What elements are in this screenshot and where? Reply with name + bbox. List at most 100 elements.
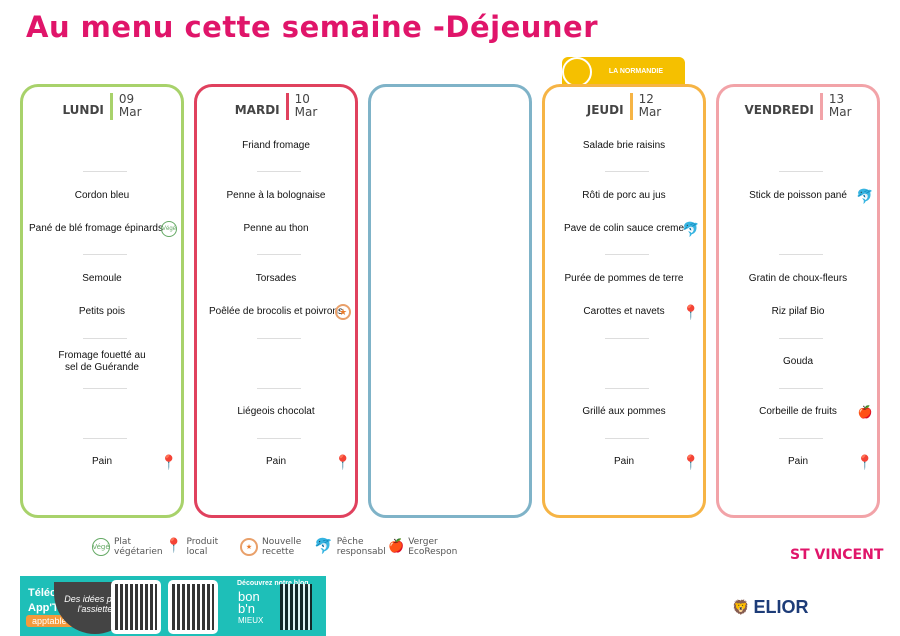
qr-code-googleplay[interactable] — [168, 580, 218, 634]
separator — [779, 254, 823, 255]
day-name: VENDREDI — [744, 103, 814, 117]
separator — [605, 171, 649, 172]
separator — [779, 388, 823, 389]
qr-code-blog[interactable] — [276, 580, 316, 634]
separator — [779, 171, 823, 172]
local-pin-icon: 📍 — [334, 453, 352, 470]
day-divider — [819, 93, 823, 120]
menu-item: Pain — [613, 456, 634, 467]
separator — [257, 438, 301, 439]
menu-item: Pain — [265, 456, 286, 467]
local-pin-icon: 📍 — [856, 453, 874, 470]
separator — [83, 388, 127, 389]
menu-item: Stick de poisson pané — [749, 190, 847, 201]
menu-item: Grillé aux pommes — [582, 406, 666, 417]
menu-item: Rôti de porc au jus — [582, 190, 666, 201]
theme-badge-label: LA NORMANDIE — [608, 68, 663, 75]
separator — [83, 254, 127, 255]
menu-item: Corbeille de fruits — [759, 406, 837, 417]
menu-item: Riz pilaf Bio — [771, 306, 825, 317]
fish-icon: 🐬 — [314, 536, 333, 555]
menu-item: Penne au thon — [243, 223, 309, 234]
separator — [257, 338, 301, 339]
menu-item: Semoule — [82, 273, 122, 284]
menu-item: Gouda — [782, 356, 814, 367]
menu-item: Liégeois chocolat — [237, 406, 315, 417]
blog-label: Découvrez notre blog — [237, 580, 309, 587]
lion-icon: 🦁 — [732, 599, 750, 615]
menu-item: Cordon bleu — [74, 190, 130, 201]
banner-text: Téléc — [28, 587, 57, 599]
menu-item: Gratin de choux-fleurs — [748, 273, 848, 284]
local-pin-icon: 📍 — [682, 453, 700, 470]
menu-item: Carottes et navets — [583, 306, 665, 317]
local-pin-icon: 📍 — [682, 303, 700, 320]
day-name: LUNDI — [62, 103, 104, 117]
separator — [779, 338, 823, 339]
menu-item: Pané de blé fromage épinards — [29, 223, 163, 234]
vege-icon: Végé — [161, 221, 177, 237]
day-name: JEUDI — [586, 103, 624, 117]
fish-icon: 🐬 — [682, 220, 700, 237]
fish-icon: 🐬 — [856, 187, 874, 204]
menu-item: Salade brie raisins — [582, 140, 666, 151]
separator — [83, 338, 127, 339]
menu-item: Torsades — [255, 273, 297, 284]
page-title: Au menu cette semaine -Déjeuner — [26, 10, 599, 44]
apple-icon: 🍎 — [857, 405, 873, 419]
separator — [605, 438, 649, 439]
separator — [257, 254, 301, 255]
qr-code-appstore[interactable] — [111, 580, 161, 634]
menu-item: Pain — [91, 456, 112, 467]
day-divider — [629, 93, 633, 120]
separator — [779, 438, 823, 439]
day-divider — [285, 93, 289, 120]
menu-item: Poêlée de brocolis et poivrons — [209, 306, 343, 317]
menu-item: Purée de pommes de terre — [564, 273, 684, 284]
menu-item: Pave de colin sauce creme — [563, 223, 685, 234]
menu-item: Petits pois — [78, 306, 126, 317]
separator — [83, 438, 127, 439]
separator — [605, 388, 649, 389]
menu-item: Penne à la bolognaise — [226, 190, 326, 201]
day-name: MARDI — [234, 103, 280, 117]
empty-column — [368, 84, 532, 518]
menu-item: Pain — [787, 456, 808, 467]
theme-badge: LA NORMANDIE — [562, 57, 685, 87]
local-pin-icon: 📍 — [165, 538, 183, 554]
vege-icon: Végé — [92, 538, 110, 556]
separator — [605, 254, 649, 255]
separator — [257, 171, 301, 172]
school-name: ST VINCENT — [790, 547, 884, 563]
day-divider — [109, 93, 113, 120]
party-icon — [562, 57, 592, 87]
local-pin-icon: 📍 — [160, 453, 178, 470]
separator — [605, 338, 649, 339]
elior-logo: 🦁ELIOR — [732, 597, 809, 617]
banner-text-2: App'T — [28, 602, 59, 614]
apple-icon: 🍎 — [388, 538, 405, 554]
menu-item: Friand fromage — [242, 140, 310, 151]
star-icon: ★ — [335, 304, 351, 320]
separator — [83, 171, 127, 172]
menu-item: Fromage fouetté au sel de Guérande — [58, 350, 146, 373]
star-icon: ★ — [240, 538, 258, 556]
